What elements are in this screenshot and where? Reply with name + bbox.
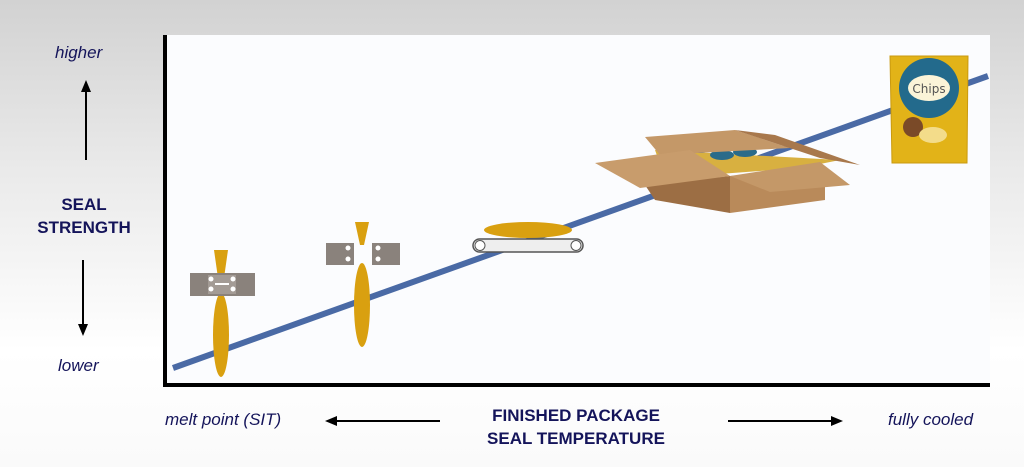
y-axis-title: SEAL STRENGTH [14,193,154,239]
seal-test-closed-icon [190,250,255,377]
y-axis-title-line1: SEAL [61,195,107,214]
trend-line [171,73,990,371]
x-high-label: fully cooled [888,410,974,429]
x-axis-title: FINISHED PACKAGE SEAL TEMPERATURE [456,404,696,450]
axes [163,35,990,387]
chip-bag-icon: Chips [889,55,969,164]
y-high-label: higher [55,43,103,62]
y-axis-title-line2: STRENGTH [37,218,131,237]
plot-area [165,35,990,385]
x-low-label: melt point (SIT) [165,410,282,429]
conveyor-icon [472,222,584,253]
y-low-label: lower [58,356,99,375]
x-axis-title-line1: FINISHED PACKAGE [492,406,660,425]
x-axis-title-line2: SEAL TEMPERATURE [487,429,665,448]
seal-test-open-icon [326,222,400,347]
arrows [78,80,843,426]
shipping-box-icon [595,130,860,213]
chip-bag-label: Chips [912,82,945,96]
